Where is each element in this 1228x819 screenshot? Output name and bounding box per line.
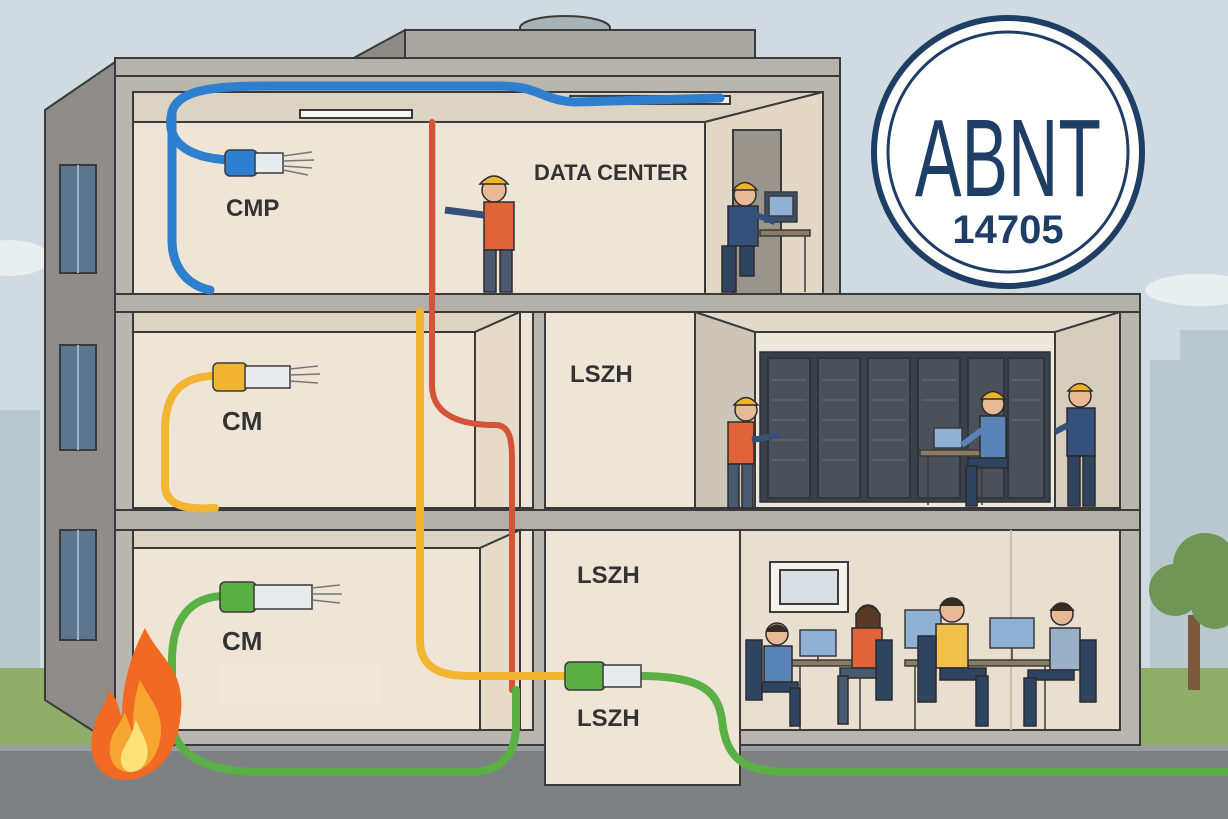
people (444, 175, 1097, 727)
background-clouds (0, 240, 1228, 306)
riser-cable-yellow (416, 308, 579, 680)
abnt-seal: ABNT 14705 (871, 15, 1145, 289)
worker-icon (721, 181, 777, 293)
office-person (1023, 602, 1097, 727)
cables (161, 81, 1228, 776)
tree-icon (1149, 533, 1228, 690)
lszh-label-floor2: LSZH (570, 361, 633, 388)
worker-icon (1053, 382, 1096, 507)
cm-label-floor2: CM (222, 406, 262, 436)
worker-icon (727, 396, 781, 509)
monitor-icon (799, 629, 837, 662)
cmp-cable-down (167, 107, 215, 295)
server-rack-icon (759, 351, 1051, 503)
monitor-icon (989, 617, 1035, 660)
office-person (745, 622, 801, 727)
cm-label-floor1: CM (222, 626, 262, 656)
lszh-label-shaft: LSZH (577, 705, 640, 732)
lszh-label-floor1: LSZH (577, 562, 640, 589)
cable-labels: CMP DATA CENTER CM LSZH LSZH CM LSZH (222, 160, 688, 732)
riser-cable-red (429, 119, 515, 693)
worker-icon (444, 175, 515, 293)
cmp-label: CMP (226, 195, 279, 222)
cmp-cable (166, 81, 725, 165)
cm-cable-yellow (161, 372, 219, 513)
lszh-cable-joint (564, 661, 642, 691)
building-side-wall (44, 60, 116, 747)
cable-connectors (212, 149, 642, 691)
lszh-cable-green (636, 672, 1228, 776)
cm-cable-green (168, 592, 520, 776)
cmp-cable-end (224, 149, 315, 177)
fire-icon (91, 628, 182, 780)
building-frame (114, 75, 1141, 786)
cm-green-cable-end (219, 581, 342, 613)
cm-yellow-cable-end (212, 362, 321, 392)
seal-code: 14705 (952, 208, 1063, 252)
data-center-label: DATA CENTER (534, 160, 688, 185)
monitor-icon (933, 427, 963, 449)
data-center-desk (759, 191, 811, 292)
worker-icon (960, 390, 1009, 507)
office-person (837, 604, 893, 725)
office-person (917, 597, 989, 727)
seal-name: ABNT (915, 97, 1101, 220)
